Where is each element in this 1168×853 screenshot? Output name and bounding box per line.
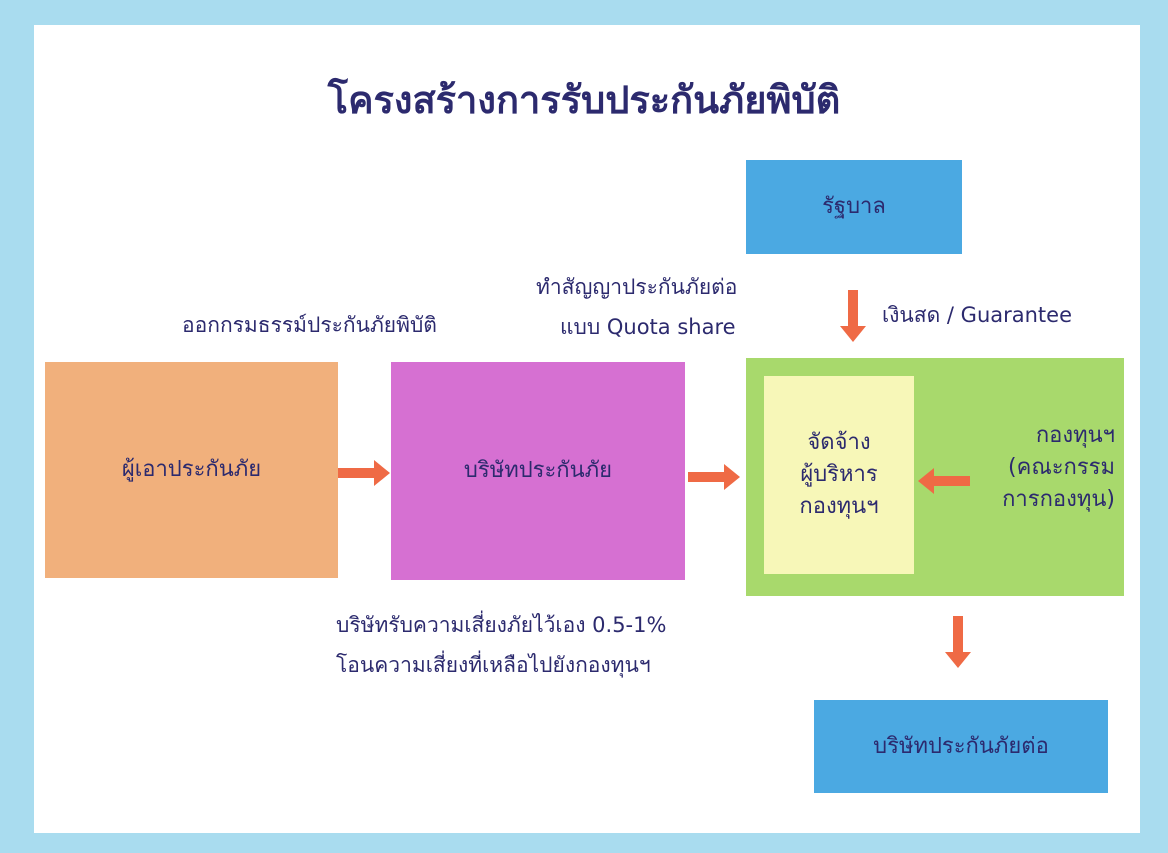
arrow-down-icon	[840, 290, 866, 342]
arrow-right-icon	[338, 460, 390, 486]
fund-line-1: กองทุนฯ	[1035, 423, 1115, 449]
insured-box: ผู้เอาประกันภัย	[45, 362, 338, 578]
insurer-label: บริษัทประกันภัย	[463, 458, 613, 484]
fund-committee-text: กองทุนฯ (คณะกรรม การกองทุน)	[960, 408, 1115, 528]
retention-line-2: โอนความเสี่ยงที่เหลือไปยังกองทุนฯ	[336, 653, 651, 677]
government-box: รัฐบาล	[746, 160, 962, 254]
fund-manager-line-3: กองทุนฯ	[799, 493, 879, 519]
reinsurance-contract-line-1: ทำสัญญาประกันภัยต่อ	[536, 275, 738, 299]
reinsurer-box: บริษัทประกันภัยต่อ	[814, 700, 1108, 793]
arrow-left-icon	[918, 468, 970, 494]
fund-manager-line-1: จัดจ้าง	[807, 430, 871, 456]
arrow-right-icon	[688, 464, 740, 490]
diagram-title: โครงสร้างการรับประกันภัยพิบัติ	[327, 78, 841, 122]
insurer-box: บริษัทประกันภัย	[391, 362, 685, 580]
reinsurer-label: บริษัทประกันภัยต่อ	[873, 733, 1049, 759]
insured-label: ผู้เอาประกันภัย	[121, 457, 262, 483]
reinsurance-contract-line-2: แบบ Quota share	[560, 315, 736, 339]
government-label: รัฐบาล	[822, 194, 886, 220]
issue-policy-label: ออกกรมธรรม์ประกันภัยพิบัติ	[182, 313, 437, 337]
cash-guarantee-label: เงินสด / Guarantee	[882, 303, 1073, 327]
arrow-down-icon	[945, 616, 971, 668]
retention-line-1: บริษัทรับความเสี่ยงภัยไว้เอง 0.5-1%	[336, 613, 667, 637]
fund-line-2: (คณะกรรม	[1008, 455, 1115, 481]
fund-manager-box: จัดจ้าง ผู้บริหาร กองทุนฯ	[764, 376, 914, 574]
fund-line-3: การกองทุน)	[1002, 486, 1115, 512]
fund-manager-line-2: ผู้บริหาร	[800, 462, 878, 488]
